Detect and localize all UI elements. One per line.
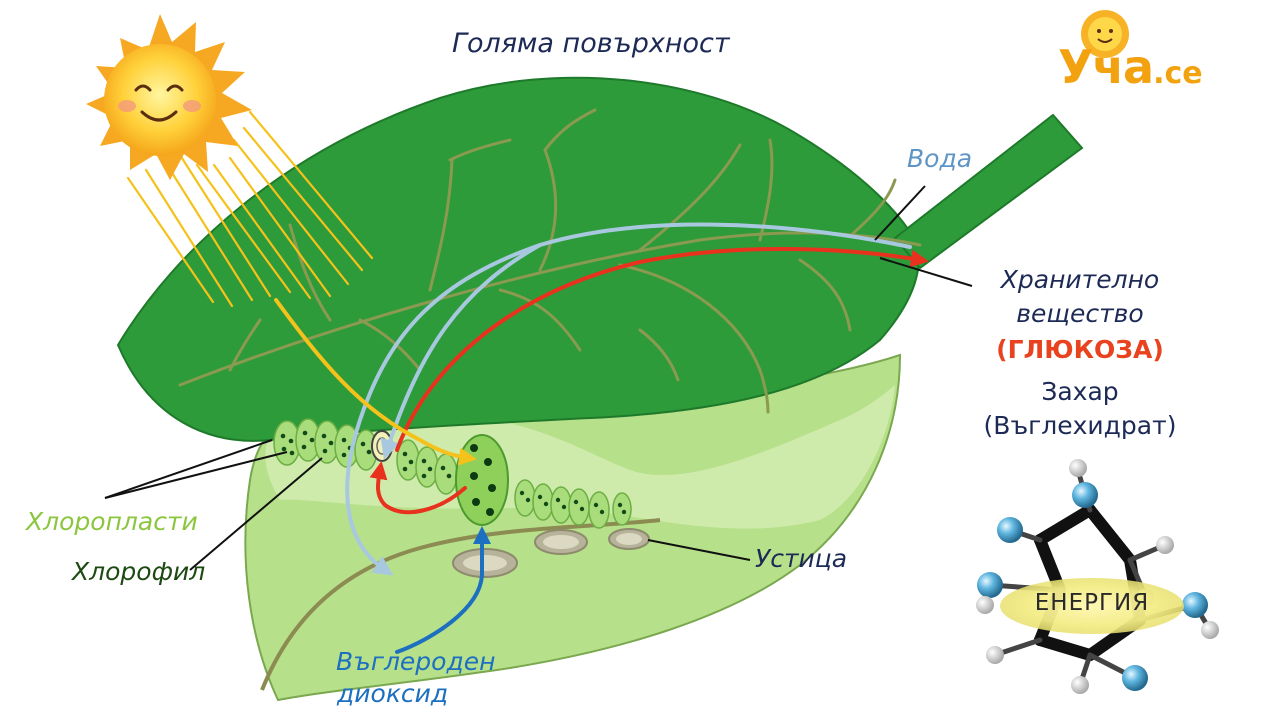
glucose-molecule-icon [976,459,1219,694]
chloroplast-cells [273,418,632,529]
energy-glow [1000,578,1184,634]
label-energy: ЕНЕРГИЯ [1034,590,1150,616]
glucose-arrow [395,246,929,452]
label-glucose: (ГЛЮКОЗА) [996,335,1164,364]
label-stoma: Устица [755,544,848,573]
diagram-title: Голяма повърхност [452,28,730,59]
label-food-line1: Хранително [1000,265,1160,294]
leaf-midrib-lower [260,518,661,691]
leaf-stem [893,113,1084,270]
logo-main: Уча [1058,40,1154,94]
logo[interactable]: Уча.се [1058,40,1203,94]
sun-icon [86,14,252,180]
process-arrows [274,222,929,654]
light-arrow [274,298,477,466]
stomata [452,528,650,578]
label-chlorophyll: Хлорофил [72,557,206,586]
label-sugar: Захар [1041,377,1119,406]
logo-sun-icon [1081,10,1129,58]
leader-lines [104,185,973,571]
label-water: Вода [907,144,973,173]
water-arrow-branch [380,243,542,460]
leaf-top [116,76,1084,442]
label-food-line2: вещество [1016,299,1144,328]
logo-domain: .се [1153,56,1203,91]
label-chloroplasts: Хлоропласти [26,507,198,536]
label-co2-line2: диоксид [337,679,449,708]
light-rays [126,110,374,308]
water-arrow [345,222,912,576]
co2-arrow [395,526,491,654]
label-co2-line1: Въглероден [336,647,496,676]
glucose-arrow-lower [369,461,467,515]
label-carbohydrate: (Въглехидрат) [983,411,1177,440]
chloroplast-main-cell [455,434,509,526]
